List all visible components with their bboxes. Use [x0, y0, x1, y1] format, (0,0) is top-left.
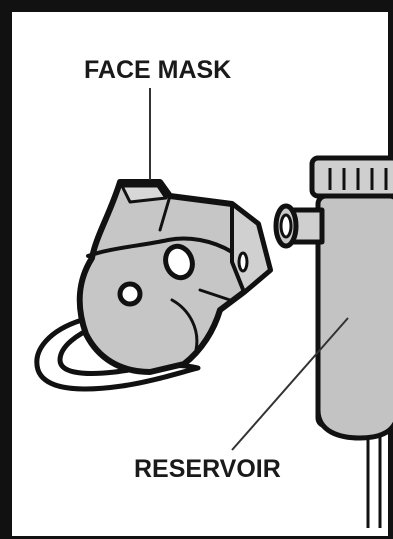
reservoir-body: [318, 196, 393, 426]
mask-top: [122, 186, 166, 202]
reservoir-label: RESERVOIR: [134, 455, 281, 483]
reservoir-cap: [312, 158, 393, 196]
mask-vent-hole-small: [120, 284, 140, 304]
mask-port-hole: [239, 253, 247, 271]
face-mask-label: FACE MASK: [84, 56, 231, 84]
reservoir-bottom: [318, 410, 393, 438]
reservoir-nozzle-hole: [281, 215, 291, 237]
